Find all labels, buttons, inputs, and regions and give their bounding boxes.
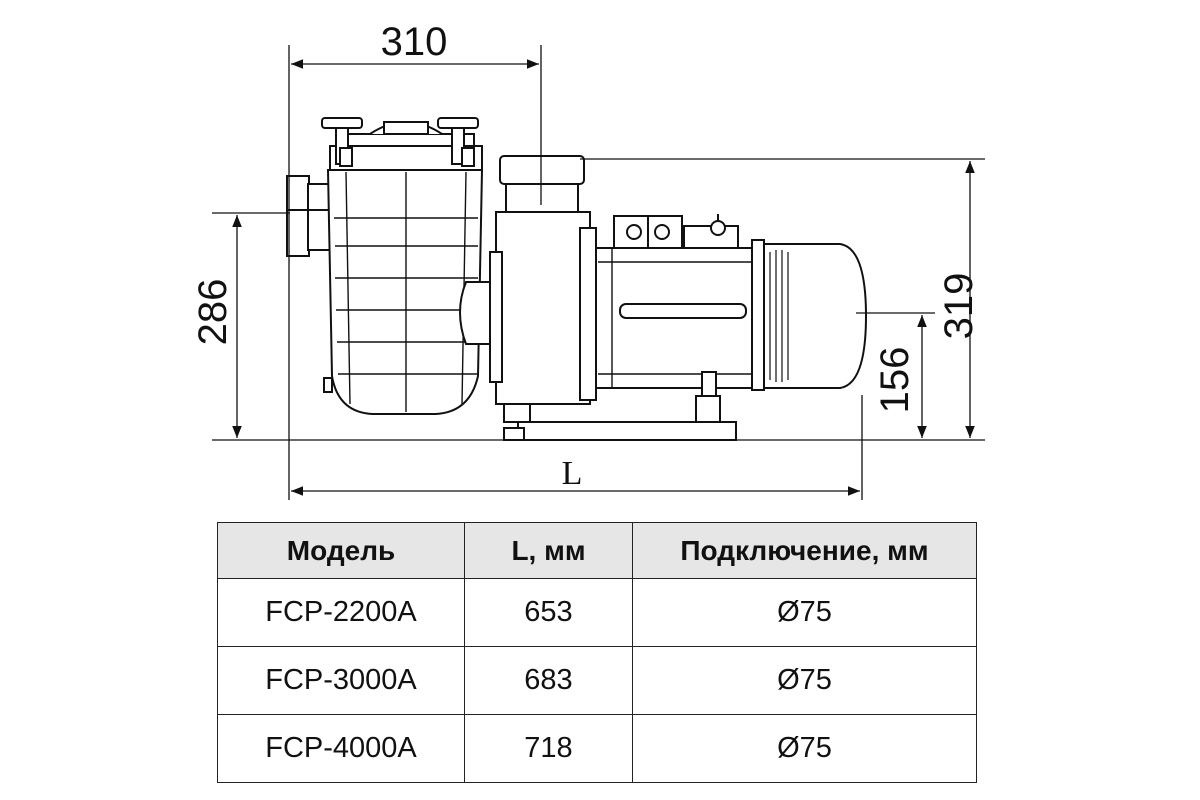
dim-label-310: 310 — [381, 20, 448, 64]
header-connection: Подключение, мм — [632, 522, 977, 579]
cell-connection: Ø75 — [632, 714, 977, 783]
cell-length: 718 — [464, 714, 633, 783]
cell-connection: Ø75 — [632, 646, 977, 715]
header-model: Модель — [217, 522, 465, 579]
table-row: FCP-2200A 653 Ø75 — [217, 578, 977, 647]
table-header-row: Модель L, мм Подключение, мм — [217, 522, 977, 579]
dim-label-L: L — [562, 455, 583, 492]
dim-label-319: 319 — [937, 273, 981, 340]
header-length: L, мм — [464, 522, 633, 579]
spec-table: Модель L, мм Подключение, мм FCP-2200A 6… — [217, 522, 977, 783]
cell-length: 683 — [464, 646, 633, 715]
cell-length: 653 — [464, 578, 633, 647]
table-row: FCP-4000A 718 Ø75 — [217, 714, 977, 783]
cell-model: FCP-2200A — [217, 578, 465, 647]
cell-model: FCP-3000A — [217, 646, 465, 715]
pump-dimension-drawing: 310 286 319 156 L — [191, 20, 985, 500]
cell-connection: Ø75 — [632, 578, 977, 647]
dim-label-286: 286 — [191, 279, 235, 346]
table-row: FCP-3000A 683 Ø75 — [217, 646, 977, 715]
pump-outline — [286, 117, 868, 441]
dim-label-156: 156 — [873, 347, 917, 414]
dimension-lines — [212, 45, 985, 500]
cell-model: FCP-4000A — [217, 714, 465, 783]
